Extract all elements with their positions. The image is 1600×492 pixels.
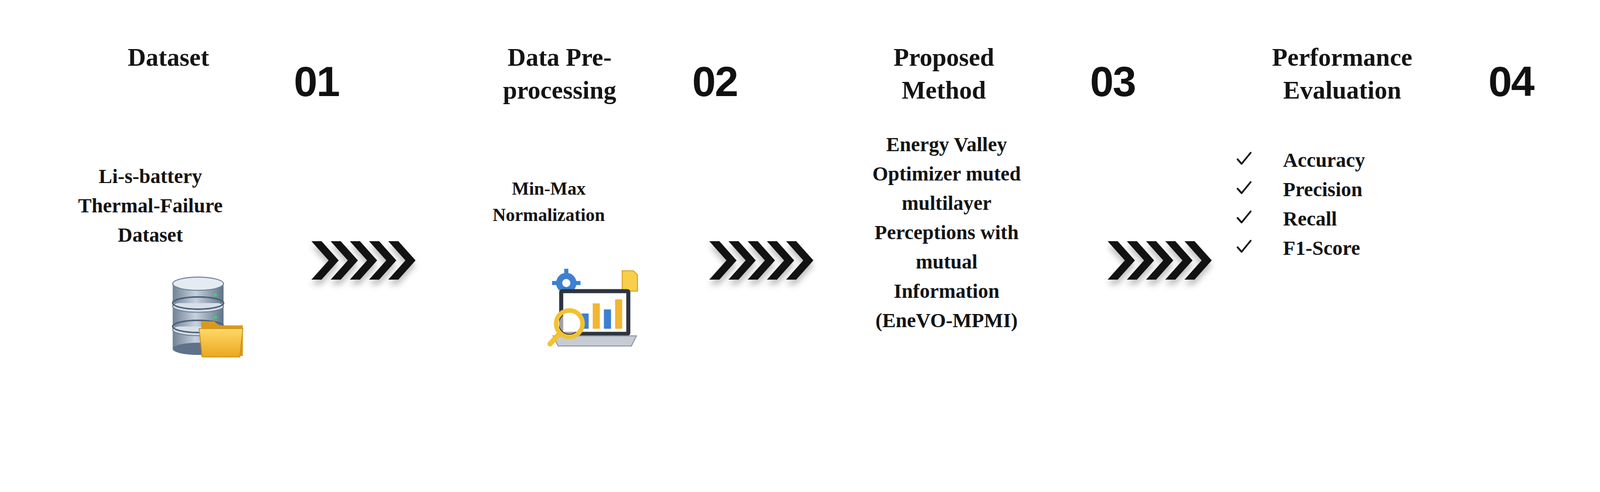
chevron-arrow [1107, 241, 1212, 280]
chevron-arrow [311, 241, 416, 280]
step-title: Dataset [52, 40, 285, 74]
card-content: AccuracyPrecisionRecallF1-Score [1214, 120, 1476, 273]
metric-name: Precision [1283, 174, 1363, 205]
step-number-circle: 03 [1069, 38, 1156, 125]
content-card: Li-s-battery Thermal-Failure Dataset [20, 120, 281, 409]
step-panel: Dataset01Li-s-battery Thermal-Failure Da… [20, 15, 386, 465]
card-content: Min-Max Normalization [418, 120, 679, 239]
step-number-circle: 04 [1468, 38, 1554, 125]
step-panel: Proposed Method 03Energy Valley Optimizer… [816, 15, 1182, 465]
metric-name: F1-Score [1283, 233, 1361, 263]
chevron-arrow [709, 241, 814, 280]
step-number-circle: 02 [671, 38, 758, 125]
metric-name: Recall [1283, 204, 1338, 234]
card-background [418, 120, 679, 409]
card-text: Li-s-battery Thermal-Failure Dataset [59, 161, 242, 250]
step-number-circle: 01 [273, 38, 360, 125]
metric-item: F1-Score [1218, 233, 1472, 263]
check-mark [1236, 179, 1253, 197]
step-panel: Data Pre-processing 02Min-Max Normalizati… [418, 15, 785, 465]
card-text-row: Li-s-battery Thermal-Failure Dataset [59, 161, 242, 250]
metric-item: Recall [1218, 204, 1472, 234]
card-text-row: Min-Max Normalization [473, 175, 625, 228]
card-text: Energy Valley Optimizer muted multilayer… [860, 129, 1033, 336]
analytics-laptop-icon [545, 266, 640, 359]
card-content: Energy Valley Optimizer muted multilayer… [816, 120, 1077, 346]
check-mark [1236, 238, 1253, 255]
step-number: 04 [1488, 60, 1534, 103]
content-card: Energy Valley Optimizer muted multilayer… [816, 120, 1077, 409]
card-content: Li-s-battery Thermal-Failure Dataset [20, 120, 281, 260]
content-card: AccuracyPrecisionRecallF1-Score [1214, 120, 1476, 409]
database-icon [168, 274, 246, 359]
step-number: 02 [692, 60, 738, 103]
step-title: Performance Evaluation [1241, 40, 1444, 107]
card-text-row: Energy Valley Optimizer muted multilayer… [860, 129, 1033, 336]
metric-item: Accuracy [1218, 145, 1472, 175]
card-background [20, 120, 281, 409]
metric-name: Accuracy [1283, 145, 1365, 175]
step-number: 03 [1089, 60, 1135, 103]
check-mark [1236, 209, 1253, 226]
step-number: 01 [293, 60, 339, 103]
card-text: Min-Max Normalization [473, 175, 625, 228]
step-panel: Performance Evaluation 04AccuracyPrecisio… [1214, 15, 1581, 465]
check-mark [1236, 150, 1253, 167]
content-card: Min-Max Normalization [418, 120, 679, 409]
step-title: Proposed Method [852, 40, 1035, 107]
step-title: Data Pre-processing [458, 40, 661, 107]
metric-item: Precision [1218, 174, 1472, 205]
